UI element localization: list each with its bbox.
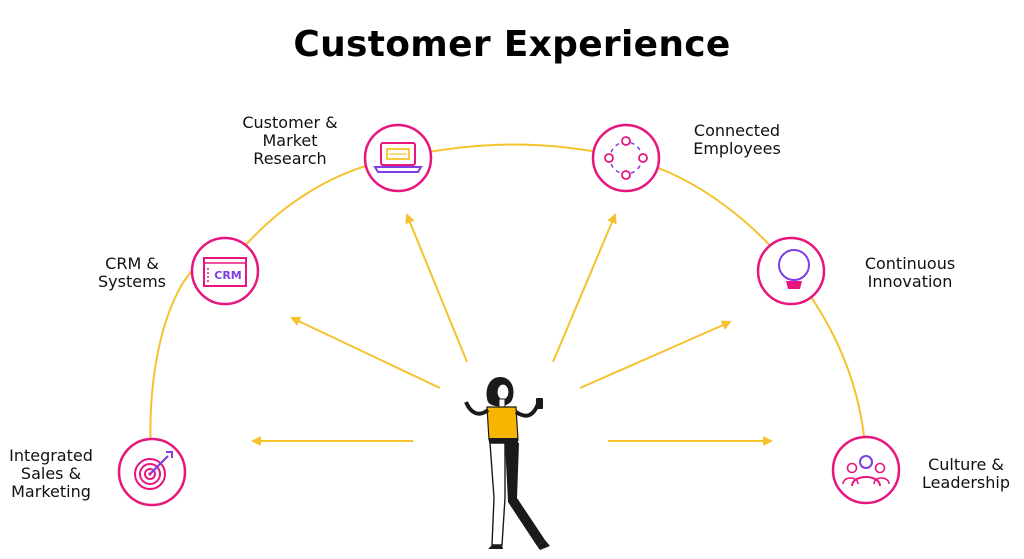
node-label-crm-systems: CRM & Systems (98, 254, 166, 291)
node-label-continuous-innovation: Continuous Innovation (864, 254, 956, 291)
arrow-to-research (405, 213, 468, 363)
node-sales-marketing (117, 437, 187, 507)
node-label-market-research: Customer & Market Research (242, 113, 338, 168)
connection-arc (149, 143, 867, 471)
lightbulb-icon (778, 249, 810, 289)
woman-figure-icon (464, 377, 550, 550)
crm-window-icon: CRM (203, 257, 247, 287)
node-label-sales-marketing: Integrated Sales & Marketing (9, 446, 93, 501)
laptop-icon (373, 142, 423, 173)
crm-icon-text: CRM (214, 269, 242, 282)
node-crm-systems: CRM (190, 236, 260, 306)
target-icon (134, 451, 173, 490)
node-label-culture-leadership: Culture & Leadership (922, 455, 1010, 492)
node-culture-leadership (831, 435, 901, 505)
arrow-to-employees (552, 213, 617, 363)
people-network-icon (604, 136, 648, 180)
node-market-research (363, 123, 433, 193)
team-icon (842, 455, 890, 487)
arrow-to-innovation (579, 320, 732, 389)
arrows (251, 213, 773, 446)
diagram-title: Customer Experience (293, 24, 731, 65)
node-connected-employees (591, 123, 661, 193)
node-continuous-innovation (756, 236, 826, 306)
arrow-to-crm (290, 316, 441, 389)
node-label-connected-employees: Connected Employees (693, 121, 781, 158)
